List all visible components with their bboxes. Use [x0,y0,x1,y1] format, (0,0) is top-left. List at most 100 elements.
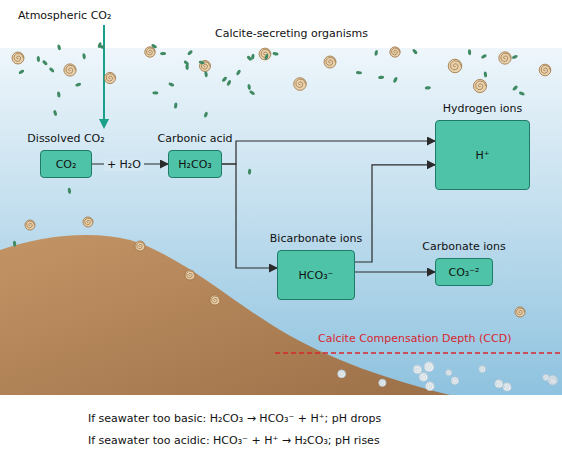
shell [424,362,434,372]
pellet [198,60,205,65]
shell [338,370,346,378]
organisms [12,42,557,391]
pellet [68,188,72,194]
shell [64,64,76,76]
shell [548,376,557,385]
pellet [374,50,378,56]
pellet [75,82,82,87]
pellet [42,60,49,66]
shell [145,47,155,57]
reactant-label: + H₂O [104,158,144,171]
pellet [246,55,253,61]
pellet [183,60,190,66]
shell [12,52,24,64]
shell [210,295,220,305]
pellet [512,85,518,92]
pellet [484,71,488,77]
ccd-line [275,352,562,354]
pellet [168,82,175,87]
pellet [226,80,232,87]
shell [543,374,549,380]
shell [448,59,462,73]
species-heading: Dissolved CO₂ [27,132,104,145]
equation-note: If seawater too basic: H₂CO₃ → HCO₃⁻ + H… [88,412,381,425]
pellet [236,69,242,76]
shell [503,383,511,391]
species-box: Hydrogen ionsH⁺ [435,120,530,190]
pellet [151,43,158,49]
shell [550,378,557,385]
pellet [378,75,384,79]
shell [390,47,400,57]
pellet [37,56,40,62]
reaction-arrow [222,141,435,164]
caption-label: Calcite-secreting organisms [215,27,368,40]
pellet [393,76,399,83]
shell [479,366,486,373]
reaction-arrow [222,164,277,268]
pellet [57,91,61,97]
shell [451,377,459,385]
reaction-arrow [355,271,435,272]
shell [324,56,336,68]
pellet [247,84,251,90]
ccd-label: Calcite Compensation Depth (CCD) [318,332,511,345]
chemical-formula: HCO₃⁻ [299,269,334,282]
pellet [152,91,158,94]
pellet [57,44,62,51]
chemical-formula: CO₂ [56,158,77,171]
pellet [203,111,208,118]
pellet [48,67,55,73]
shell [499,52,511,64]
species-box: Dissolved CO₂CO₂ [40,150,92,178]
shell [294,78,307,91]
pellet [518,91,525,96]
pellet [174,102,178,108]
shell [185,270,195,280]
species-box: Bicarbonate ionsHCO₃⁻ [277,250,355,300]
species-heading: Carbonic acid [157,132,232,145]
pellet [53,110,58,117]
pellet [82,53,86,59]
shell [379,379,386,386]
shell [83,217,93,227]
pellet [412,48,418,55]
shell [25,220,35,230]
shell [425,382,434,391]
shell [259,48,271,60]
pellet [511,54,518,59]
pellet [204,71,208,77]
shell [446,370,452,376]
pellet [356,71,362,75]
pellet [13,241,17,247]
equation-note: If seawater too acidic: HCO₃⁻ + H⁺ → H₂C… [88,434,380,447]
pellet [272,52,278,56]
pellet [221,76,227,83]
shell [413,365,422,374]
species-heading: Carbonate ions [422,240,505,253]
pellet [160,52,166,55]
pellet [468,49,471,55]
chemical-formula: H⁺ [475,149,489,162]
species-heading: Hydrogen ions [443,102,522,115]
species-heading: Bicarbonate ions [270,232,362,245]
pellet [187,50,194,56]
pellet [249,90,256,96]
chemical-formula: H₂CO₃ [178,158,211,171]
caption-label: Atmospheric CO₂ [18,9,111,22]
pellet [481,54,488,60]
pellet [264,53,269,60]
pellet [248,169,251,175]
shell [135,241,145,251]
seawater [0,48,562,395]
sky [0,0,562,48]
shell [473,79,486,92]
shell [495,380,503,388]
shell [515,307,525,317]
shell [539,64,551,76]
pellet [18,69,25,75]
species-box: Carbonic acidH₂CO₃ [168,150,222,178]
chemical-formula: CO₃⁻² [449,266,480,279]
shell [419,373,428,382]
